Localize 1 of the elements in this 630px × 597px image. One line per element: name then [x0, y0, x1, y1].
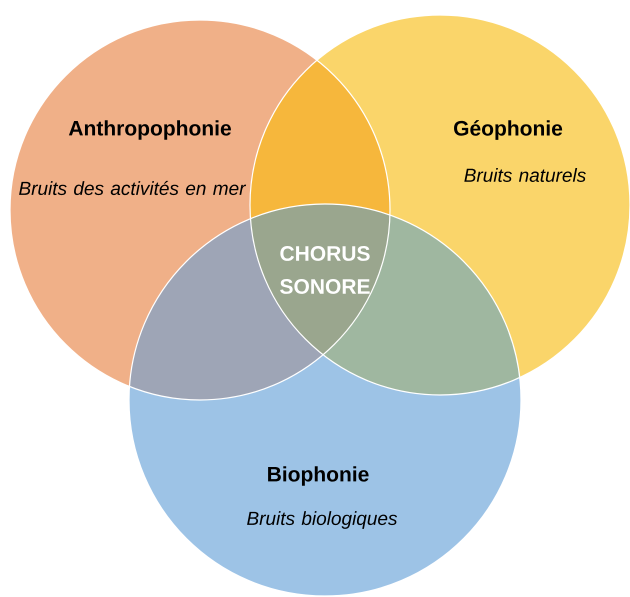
center-label: CHORUS SONORE [280, 246, 370, 294]
